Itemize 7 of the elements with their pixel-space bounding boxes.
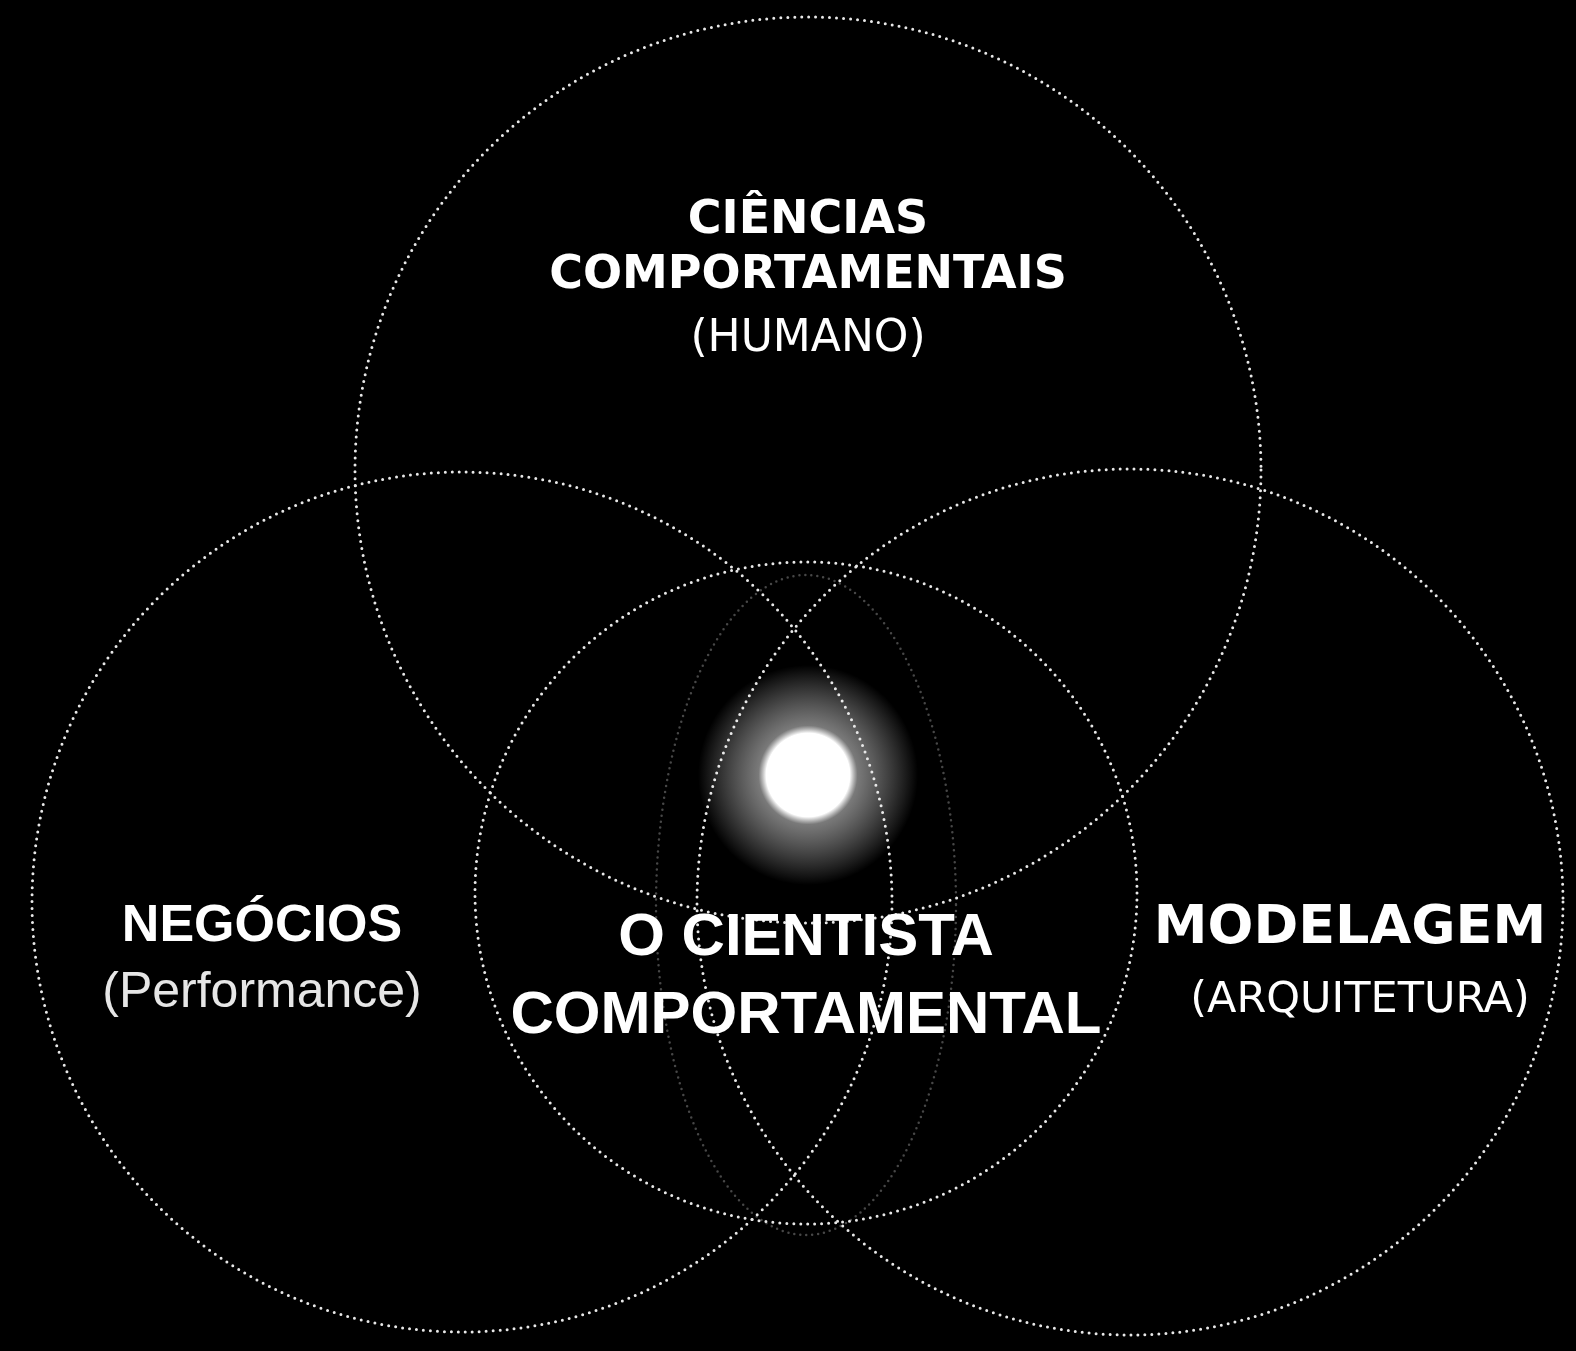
subheading: (ARQUITETURA) (1189, 972, 1531, 1024)
heading: O CIENTISTA COMPORTAMENTAL (509, 900, 1103, 1048)
heading: CIÊNCIAS COMPORTAMENTAIS (548, 190, 1068, 301)
heading: NEGÓCIOS (120, 893, 404, 954)
subheading: (Performance) (101, 961, 423, 1020)
subheading: (HUMANO) (689, 310, 927, 363)
heading: MODELAGEM (1152, 893, 1548, 958)
